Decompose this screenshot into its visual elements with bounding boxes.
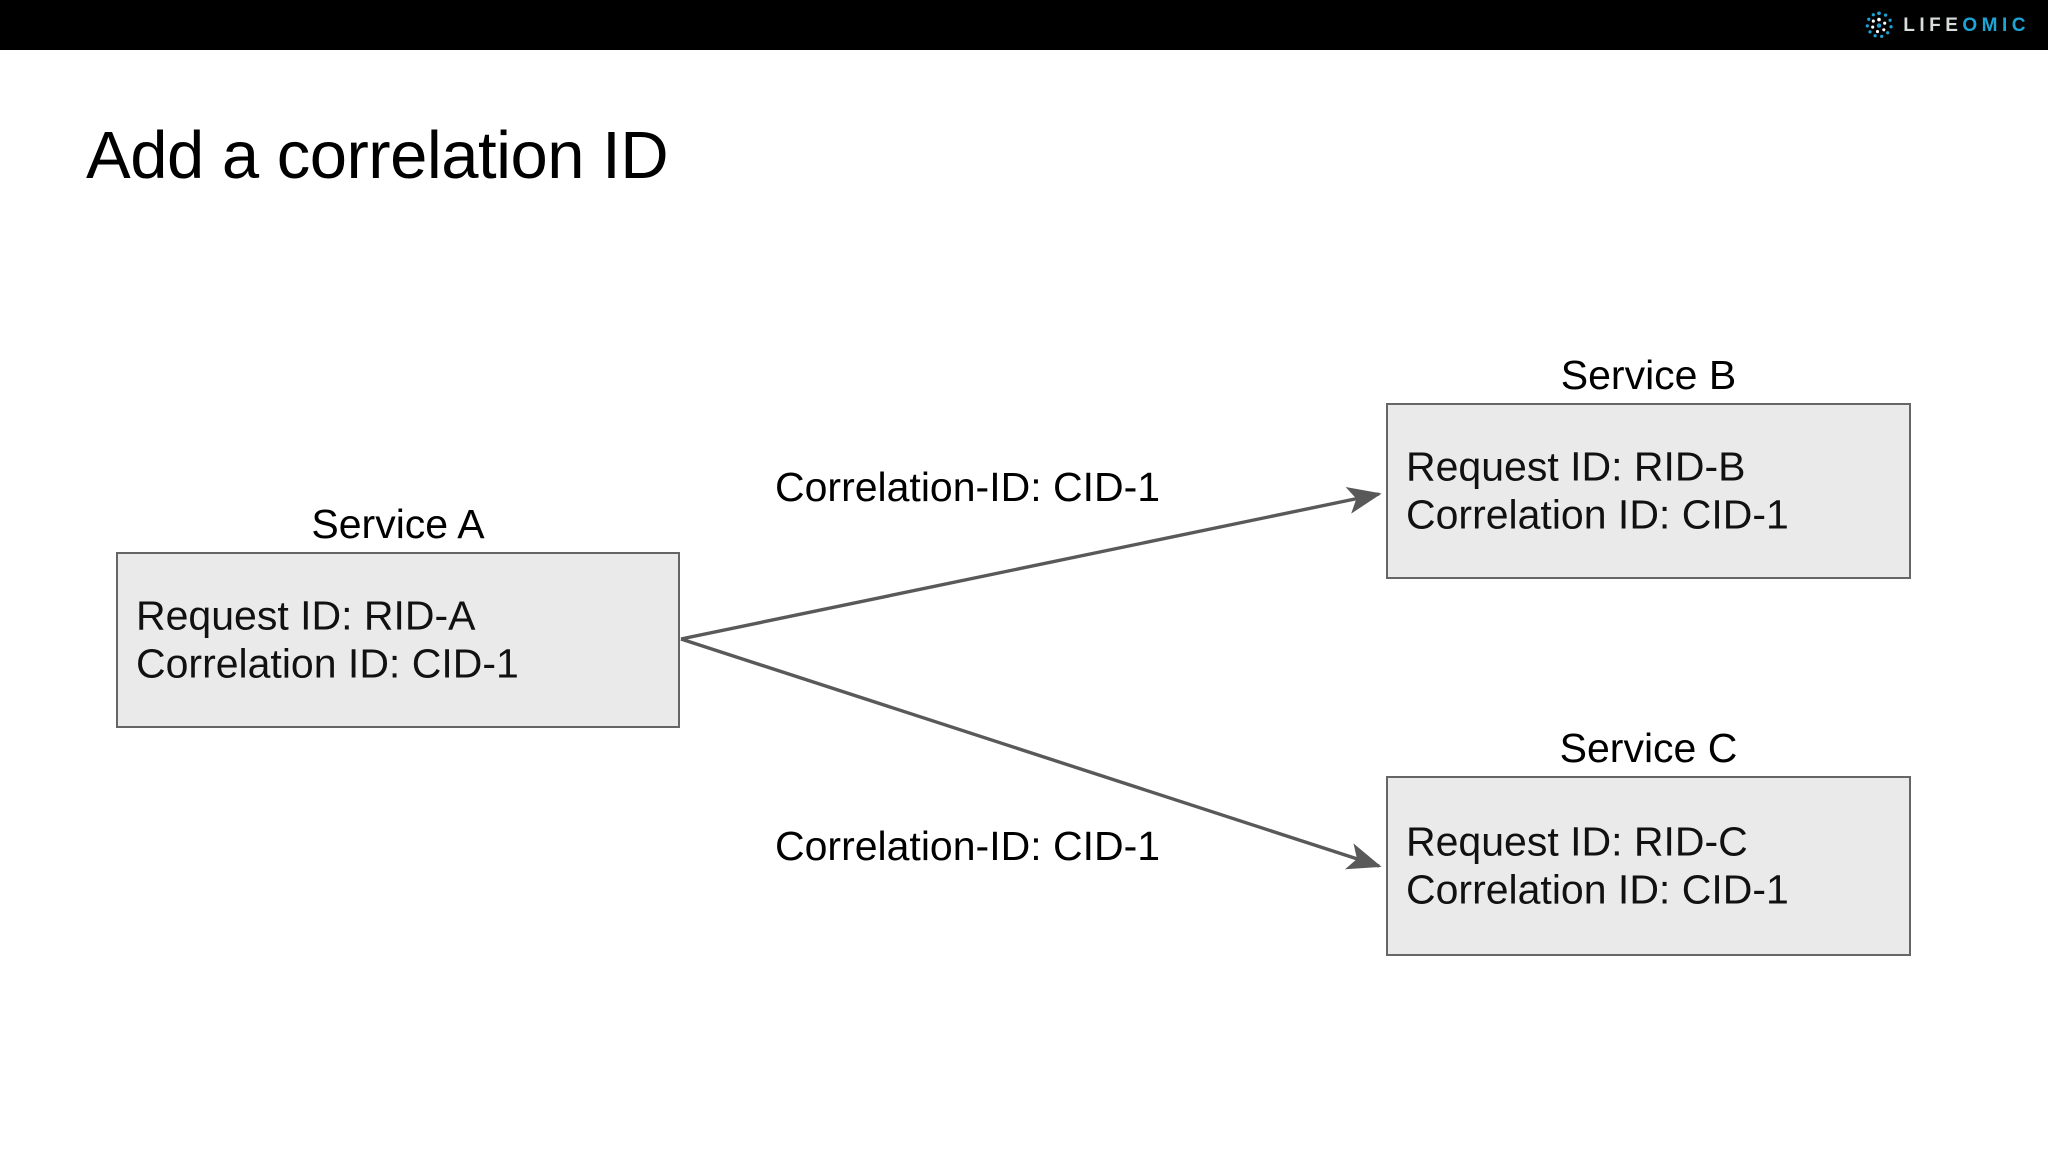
node-service-b[interactable]: Request ID: RID-B Correlation ID: CID-1 xyxy=(1386,403,1911,579)
node-service-b-line-1: Request ID: RID-B xyxy=(1406,443,1746,490)
node-service-c[interactable]: Request ID: RID-C Correlation ID: CID-1 xyxy=(1386,776,1911,956)
lifeomic-dotted-circle-icon xyxy=(1865,11,1893,39)
brand-wordmark: LIFEOMIC xyxy=(1903,16,2030,35)
brand-word-life: LIFE xyxy=(1903,14,1963,36)
node-service-b-body: Request ID: RID-B Correlation ID: CID-1 xyxy=(1406,443,1899,540)
node-service-a-line-2: Correlation ID: CID-1 xyxy=(136,641,519,687)
node-service-c-line-2: Correlation ID: CID-1 xyxy=(1406,867,1789,913)
edge-label-a-to-b: Correlation-ID: CID-1 xyxy=(775,464,1161,510)
node-service-c-line-1: Request ID: RID-C xyxy=(1406,818,1748,865)
node-service-a-body: Request ID: RID-A Correlation ID: CID-1 xyxy=(136,592,668,689)
node-caption-service-a: Service A xyxy=(311,501,485,547)
node-service-a[interactable]: Request ID: RID-A Correlation ID: CID-1 xyxy=(116,552,680,728)
node-service-c-body: Request ID: RID-C Correlation ID: CID-1 xyxy=(1406,818,1899,915)
node-service-a-line-1: Request ID: RID-A xyxy=(136,592,476,639)
edge-label-a-to-c: Correlation-ID: CID-1 xyxy=(775,823,1161,869)
node-caption-service-b: Service B xyxy=(1560,352,1737,398)
top-bar: LIFEOMIC xyxy=(0,0,2048,50)
edge-a-to-b xyxy=(680,487,1382,641)
node-caption-service-c: Service C xyxy=(1559,725,1738,771)
brand-logo: LIFEOMIC xyxy=(1864,0,2030,50)
node-service-b-line-2: Correlation ID: CID-1 xyxy=(1406,492,1789,538)
page-title: Add a correlation ID xyxy=(86,118,669,193)
brand-word-omic: OMIC xyxy=(1962,14,2030,36)
